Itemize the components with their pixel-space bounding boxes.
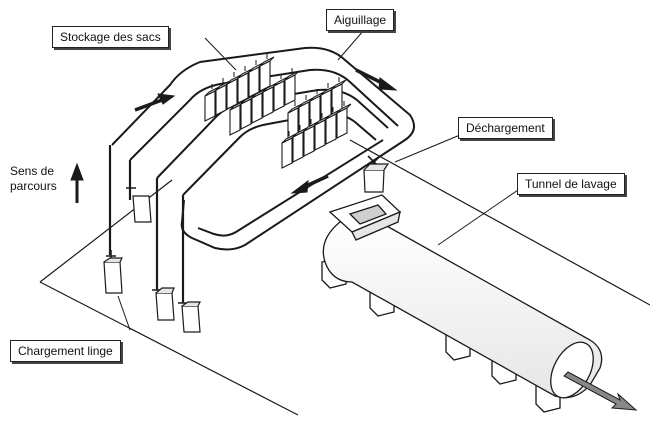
unloading-bag [363,155,390,193]
stored-bag [273,74,289,112]
stored-bag [303,119,319,157]
linen-loading-label: Chargement linge [10,340,121,362]
stored-bag [251,86,267,124]
stored-bag [259,54,275,92]
loading-bag-2 [126,187,152,223]
loading-bag-1 [103,250,123,294]
rail-loop-outer [111,46,415,251]
stored-bag [229,98,245,136]
floor-plane [39,179,299,416]
floor-plane-right-edge [349,139,650,306]
rail-return [197,139,384,237]
stored-bags [204,54,352,169]
wash-tunnel [321,194,638,413]
vertical-rails [108,145,185,303]
flow-arrows [70,68,398,203]
travel-direction-label: Sens de parcours [10,164,57,194]
callout-leaders [117,29,519,331]
tunnel-hopper [328,194,402,241]
tunnel-output-arrow [563,371,638,411]
stored-bag [331,77,347,115]
bag-storage-label: Stockage des sacs [52,26,169,48]
stored-bag [204,84,220,122]
stored-bag [325,107,341,145]
stored-bag [240,92,256,130]
unloading-label: Déchargement [458,117,553,139]
stored-bag [336,101,352,139]
travel-direction-line2: parcours [10,179,57,193]
loading-bags [103,187,201,333]
stored-bag [237,66,253,104]
travel-direction-line1: Sens de [10,164,55,178]
wash-tunnel-label: Tunnel de lavage [517,173,625,195]
stored-bag [284,68,300,106]
arrow-up-left [134,98,163,112]
stored-bag [292,125,308,163]
stored-bag [226,72,242,110]
loading-bag-3 [152,287,175,321]
switch-label: Aiguillage [326,9,395,31]
loading-bag-4 [178,301,201,333]
stored-bag [262,80,278,118]
